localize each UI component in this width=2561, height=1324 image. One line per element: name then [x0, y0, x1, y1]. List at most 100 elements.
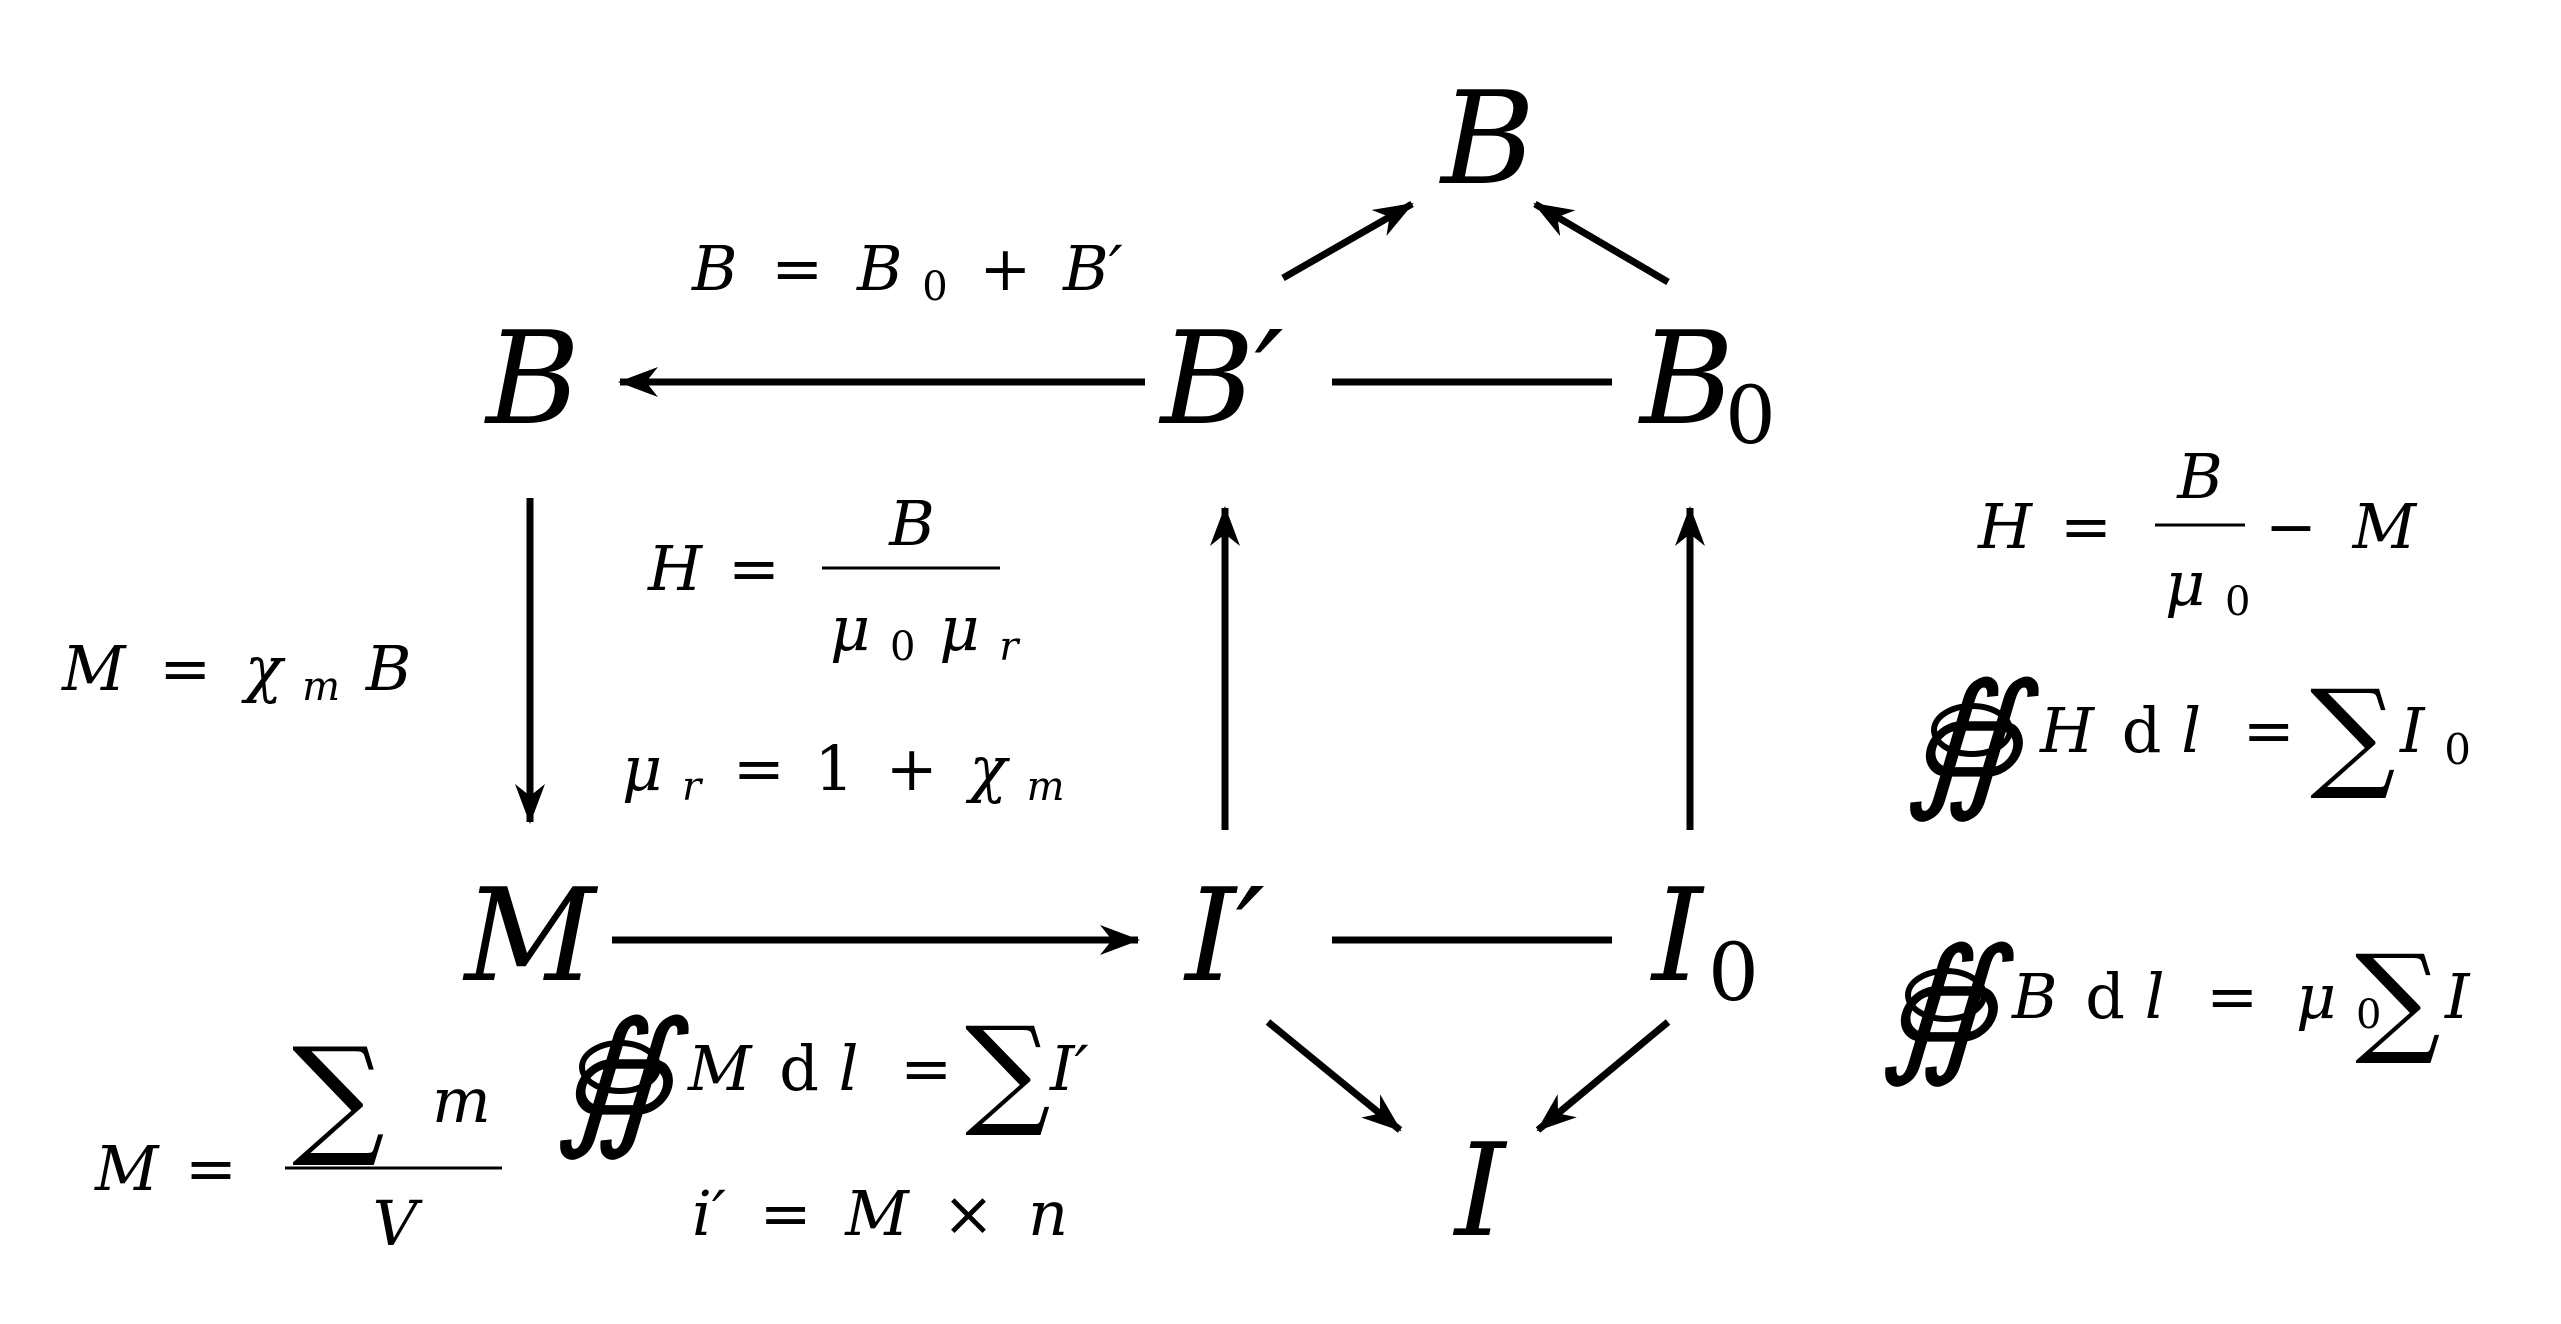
node-b-prime: B′ [1158, 305, 1283, 454]
eq-ointm-equals: = [900, 1032, 952, 1105]
eq-h-den-sub0: 0 [890, 624, 915, 670]
eq-iprime-lhs: i′ [692, 1177, 726, 1250]
arrow-b-zero-to-b-top [1533, 200, 1670, 286]
eq-mur-equals: = [733, 732, 785, 805]
eq-ointm-integral: ∯ [555, 990, 690, 1164]
eq-b-total-equals: = [771, 232, 823, 305]
eq-b-total-plus: + [979, 232, 1031, 305]
node-b-left-label: B [484, 305, 580, 454]
equation-b-total: B = B 0 + B′ [691, 232, 1123, 315]
eq-ointm-var: M [687, 1032, 753, 1105]
node-m: M [462, 862, 598, 1011]
eq-ointh-loop [1931, 703, 2013, 757]
connections [515, 200, 1705, 1133]
eq-iprime-m: M [844, 1177, 910, 1250]
eq-iprime-n: n [1028, 1177, 1068, 1250]
eq-hbm-den-sub: 0 [2225, 579, 2250, 625]
eq-mur-chi: χ [965, 732, 1010, 805]
eq-ointb-sigma: ∑ [2355, 930, 2441, 1069]
eq-mur-plus: + [886, 732, 938, 805]
svg-text:M = χ m: M = χ m B [61, 632, 411, 715]
eq-ointh-integral: ∯ [1905, 652, 2040, 826]
eq-ointh-l: l [2181, 694, 2201, 767]
node-i-prime: I′ [1183, 862, 1265, 1011]
node-i-bottom-label: I [1453, 1117, 1508, 1266]
eq-ointb-l: l [2145, 960, 2165, 1033]
eq-ointb-mu-sub: 0 [2356, 992, 2381, 1038]
node-b-zero-label: B [1638, 305, 1734, 454]
eq-ointb-var: B [2011, 960, 2058, 1033]
eq-msum-sigma: ∑ [292, 1019, 385, 1171]
eq-ointh-sigma: ∑ [2310, 665, 2396, 804]
node-b-zero: B 0 [1638, 305, 1776, 462]
equation-oint-m: ∯ M d l = ∑ I′ [555, 990, 1089, 1164]
eq-mchi-sub: m [302, 664, 340, 710]
eq-hbm-numerator: B [2176, 440, 2223, 513]
eq-ointh-sub: 0 [2444, 725, 2471, 774]
eq-msum-equals: = [185, 1132, 237, 1205]
equation-mu-r: μ r = 1 + χ m [622, 732, 1065, 815]
eq-h-den-mur: μ [939, 592, 979, 665]
eq-b-total-b: B [856, 232, 903, 305]
eq-ointb-d: d [2085, 960, 2125, 1033]
arrow-b-prime-to-b-top [1281, 200, 1414, 282]
equation-oint-b: ∯ B d l = μ 0 ∑ I [1880, 917, 2471, 1091]
eq-mchi-chi: χ [241, 632, 286, 705]
eq-hbm-equals: = [2060, 490, 2112, 563]
eq-mur-mu: μ [622, 732, 662, 805]
svg-text:− M: − M [2265, 490, 2418, 563]
eq-ointm-rhs: I′ [1049, 1032, 1089, 1105]
eq-ointm-l: l [839, 1032, 859, 1105]
node-i-zero-subscript: 0 [1708, 926, 1759, 1019]
equation-h-over-mu: H = B μ 0 μ r [647, 487, 1021, 670]
node-i-zero: I 0 [1650, 862, 1759, 1019]
eq-ointb-rhs: I [2444, 960, 2471, 1033]
eq-mur-sub: r [682, 764, 704, 810]
node-b-zero-subscript: 0 [1725, 369, 1776, 462]
eq-ointh-var: H [2039, 694, 2096, 767]
svg-text:i′ = M ×: i′ = M × n [692, 1177, 1068, 1250]
eq-h-den-subr: r [999, 624, 1021, 670]
eq-ointb-equals: = [2206, 960, 2258, 1033]
node-b-prime-label: B′ [1158, 305, 1283, 454]
eq-ointm-d: d [779, 1032, 819, 1105]
svg-text:B = B 0: B = B 0 + B′ [691, 232, 1123, 315]
eq-h-lhs: H [647, 532, 704, 605]
node-i-prime-label: I′ [1183, 862, 1265, 1011]
eq-msum-lhs: M [94, 1132, 160, 1205]
equation-m-sum: M = ∑ m V [94, 1019, 502, 1260]
eq-h-equals: = [728, 532, 780, 605]
eq-ointb-mu: μ [2296, 960, 2336, 1033]
eq-hbm-den-mu: μ [2165, 547, 2205, 620]
eq-mur-one: 1 [815, 732, 854, 805]
arrow-i-zero-to-i-bottom [1535, 1019, 1671, 1133]
svg-text:μ r = 1: μ r = 1 + χ m [622, 732, 1065, 815]
node-i-zero-label: I [1650, 862, 1705, 1011]
arrow-i-prime-to-i-bottom [1265, 1019, 1403, 1133]
node-m-label: M [462, 862, 598, 1011]
eq-ointh-equals: = [2243, 694, 2295, 767]
svg-text:B d l =: B d l = μ 0 [2011, 960, 2381, 1038]
svg-text:M d l =: M d l = [687, 1032, 952, 1105]
svg-text:I 0: I 0 [2399, 694, 2471, 774]
eq-mchi-lhs: M [61, 632, 127, 705]
eq-msum-m: m [432, 1064, 491, 1137]
eq-h-numerator: B [888, 487, 935, 560]
svg-text:μ 0: μ 0 [2165, 547, 2250, 625]
eq-h-den-mu0: μ [830, 592, 870, 665]
eq-ointm-loop [579, 1040, 661, 1094]
equation-i-prime: i′ = M × n [692, 1177, 1068, 1250]
eq-hbm-minus: − [2265, 490, 2317, 563]
equation-h-b-mu-m: H = B μ 0 − M [1977, 440, 2418, 625]
eq-mchi-equals: = [159, 632, 211, 705]
node-b-top-label: B [1439, 65, 1535, 214]
node-b-left: B [484, 305, 580, 454]
eq-ointm-sigma: ∑ [965, 1002, 1051, 1141]
eq-ointh-rhs: I [2399, 694, 2426, 767]
eq-mur-chi-sub: m [1027, 764, 1065, 810]
eq-msum-v: V [373, 1187, 424, 1260]
node-b-top: B [1439, 65, 1535, 214]
eq-b-total-sub: 0 [922, 264, 947, 310]
eq-ointh-d: d [2122, 694, 2162, 767]
